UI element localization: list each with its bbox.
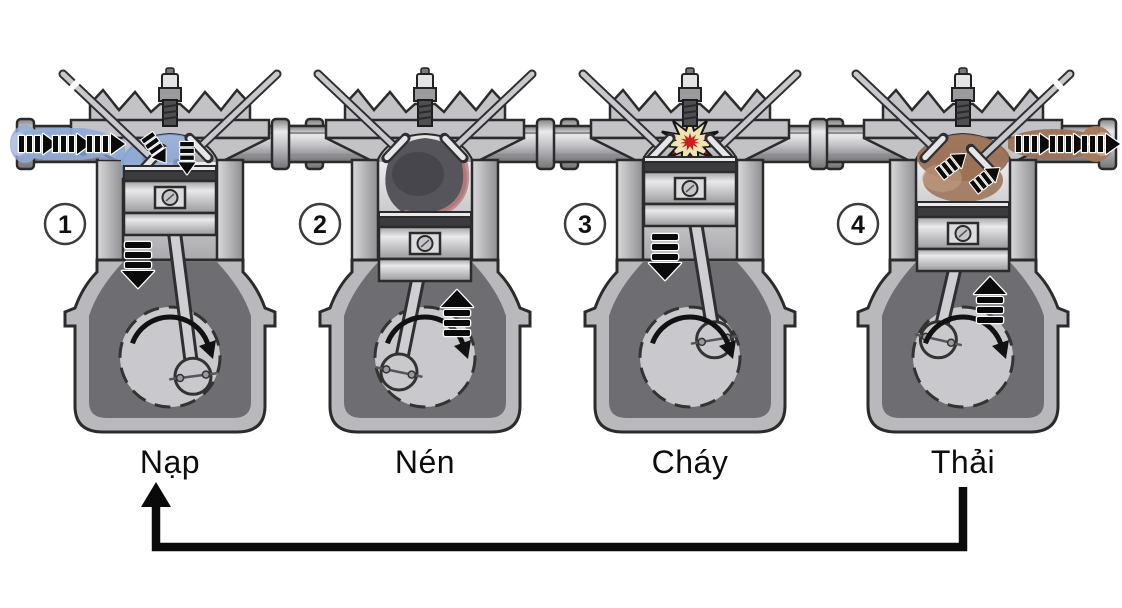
exhaust-valve: [439, 69, 537, 164]
stroke-label: Cháy: [651, 444, 729, 480]
piston-motion-arrow: [120, 240, 156, 290]
stroke-number: 2: [313, 211, 327, 239]
spark-plug-icon: [678, 67, 702, 127]
rotation-arrow: [130, 314, 216, 359]
piston: [915, 201, 1011, 273]
gas-flow-arrow: [85, 132, 127, 156]
stroke-number: 1: [58, 211, 72, 239]
gas-flow-arrow: [1014, 132, 1056, 156]
stroke-label: Thải: [930, 444, 996, 480]
stroke-number-badge: 3: [563, 202, 607, 246]
engine-stroke-1: 1: [10, 67, 325, 434]
exhaust-valve: [965, 69, 1075, 175]
cylinder-wall-right: [215, 158, 245, 274]
exhaust-valve: [704, 69, 802, 164]
spark-plug-icon: [158, 67, 182, 127]
piston: [377, 211, 473, 283]
stroke-label: Nạp: [139, 444, 201, 480]
stroke-number-badge: 4: [836, 202, 880, 246]
piston-motion-arrow: [647, 232, 683, 282]
cylinder-wall-left: [350, 158, 380, 274]
combustion-flash: [658, 112, 722, 171]
spark-plug-icon: [413, 67, 437, 127]
stroke-number-badge: 2: [298, 202, 342, 246]
engine-stroke-4: 4: [808, 67, 1122, 434]
cylinder-wall-right: [1008, 158, 1038, 274]
gas-flow-arrow: [934, 153, 967, 181]
stroke-number-badge: 1: [43, 202, 87, 246]
stroke-label: Nén: [394, 444, 456, 480]
engine-stroke-3: 3: [535, 67, 845, 434]
gas-flow-arrow: [17, 132, 59, 156]
crankshaft: [638, 305, 742, 409]
stroke-number: 4: [851, 211, 865, 239]
cycle-arrowhead: [141, 482, 171, 507]
piston-motion-arrow: [972, 275, 1008, 325]
piston: [122, 165, 218, 237]
intake-valve: [578, 69, 676, 164]
cylinder-wall-right: [470, 158, 500, 274]
gas-flow-arrow: [1080, 132, 1122, 156]
piston: [642, 156, 738, 228]
rotation-arrow: [650, 314, 736, 359]
engine-stroke-2: 2: [270, 67, 580, 434]
piston-motion-arrow: [439, 288, 475, 338]
gas-flow-arrow: [968, 167, 1001, 195]
stroke-number: 3: [578, 211, 592, 239]
rotation-arrow: [923, 314, 1009, 359]
gas-flow-arrow: [140, 130, 167, 164]
intake-valve: [313, 69, 411, 164]
intake-valve: [851, 69, 949, 164]
spark-plug-icon: [951, 67, 975, 127]
cylinder-wall-left: [615, 158, 645, 274]
gas-flow-arrow: [177, 140, 197, 176]
cylinder-wall-left: [888, 158, 918, 274]
cylinder-wall-right: [735, 158, 765, 274]
gas-flow-arrow: [51, 132, 93, 156]
compressed-gas-cloud: [385, 138, 470, 219]
cylinder-wall-left: [95, 158, 125, 274]
crankshaft: [118, 305, 222, 409]
